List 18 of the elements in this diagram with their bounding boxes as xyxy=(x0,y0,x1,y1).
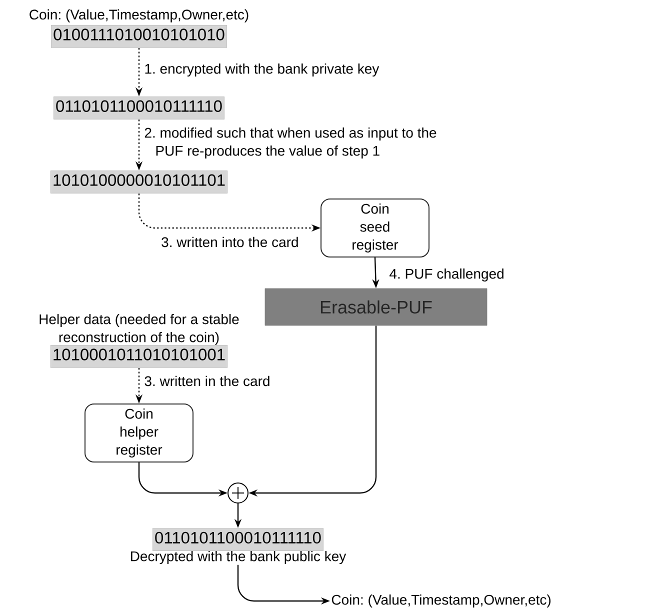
node-label: Coin: (Value,Timestamp,Owner,etc) xyxy=(30,9,248,22)
edge-label: 2. modified such that when used as input to the PUF re-produces the value of step 1 xyxy=(143,126,446,160)
edge-label: 3. written in the card xyxy=(143,374,272,388)
edge-label: 3. written into the card xyxy=(160,236,300,248)
bit-string-box: 0110101100010111110 xyxy=(53,96,225,120)
register-box: Coin seed register xyxy=(320,198,430,258)
bit-string-box: Coin: (Value,Timestamp,Owner,etc) 0100111010010101010 xyxy=(30,9,248,48)
bit-string-box: 1010100000010101101 xyxy=(50,170,228,194)
node-label: Decrypted with the bank public key xyxy=(130,550,346,564)
bit-string-box: 0110101100010111110 Decrypted with the bank public key xyxy=(130,528,346,564)
puf-box: Erasable-PUF xyxy=(264,288,488,326)
node-label: Helper data (needed for a stable reconstruction of the coin) xyxy=(40,314,239,345)
output-text: Coin: (Value,Timestamp,Owner,etc) xyxy=(332,594,550,608)
xor-circle xyxy=(228,482,248,504)
register-box: Coin helper register xyxy=(84,404,194,462)
edge-label: 1. encrypted with the bank private key xyxy=(143,62,380,78)
edge-label: 4. PUF challenged xyxy=(388,267,506,283)
bit-string-box: Helper data (needed for a stable reconstruction of the coin) 1010001011010101001 xyxy=(40,314,239,368)
